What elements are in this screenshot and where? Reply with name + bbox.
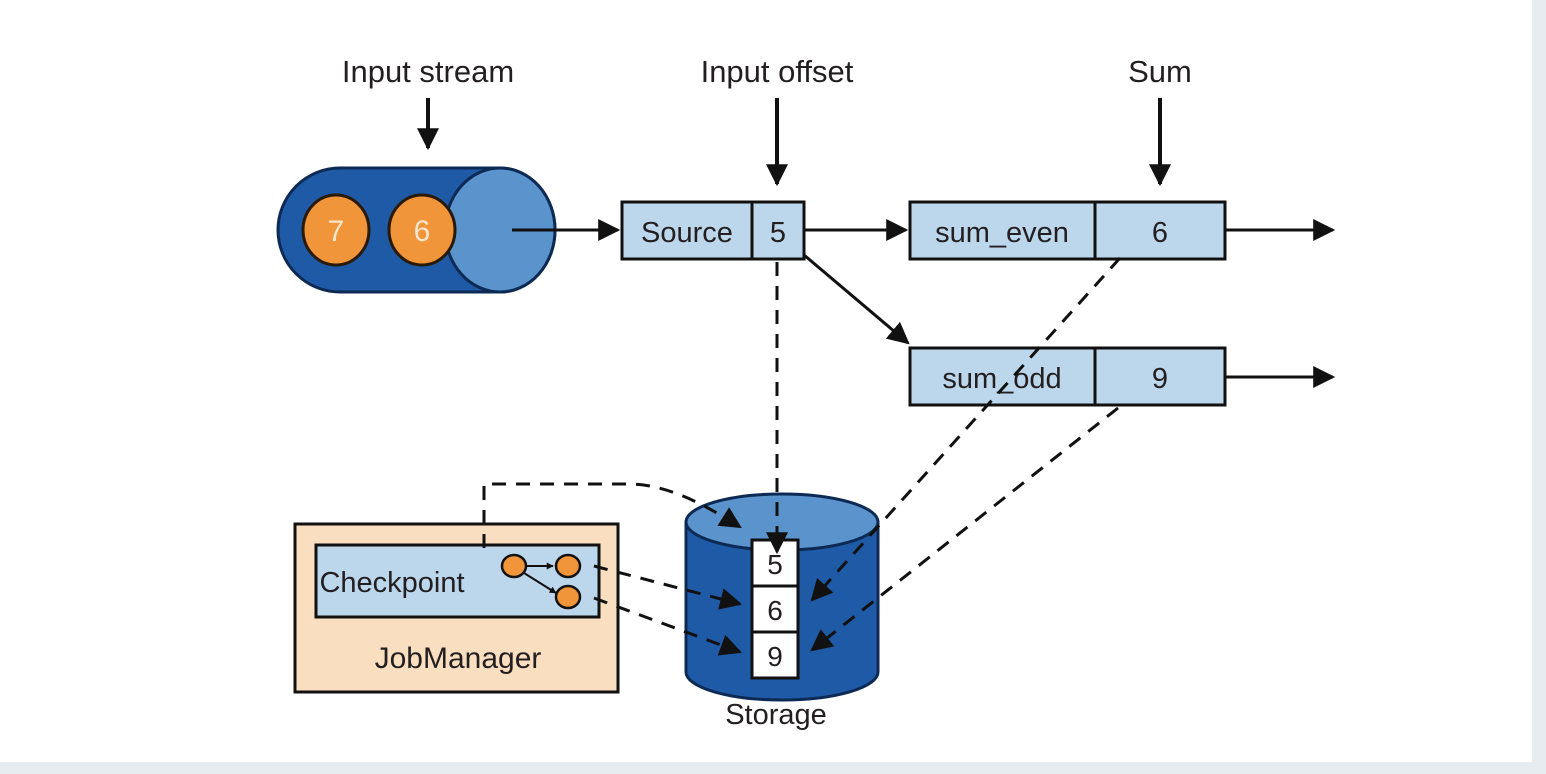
sum-odd-to-storage-dashed-arrow — [810, 406, 1119, 652]
storage-label: Storage — [725, 699, 827, 731]
checkpoint-box — [314, 543, 601, 619]
jobmanager-label: JobManager — [375, 642, 542, 675]
source-to-sum-odd-arrow — [803, 253, 910, 345]
sum-even-value: 6 — [1152, 217, 1168, 249]
source-label: Source — [641, 217, 733, 249]
checkpoint-to-storage-offset-dashed-arrow — [482, 482, 742, 548]
checkpoint-to-storage-sum-even-dashed-arrow — [593, 564, 743, 610]
sum-even-to-storage-dashed-arrow — [810, 256, 1122, 602]
stream-event-6: 6 — [387, 193, 457, 267]
checkpoint-label: Checkpoint — [319, 567, 464, 599]
sum-even-label: sum_even — [935, 217, 1069, 249]
svg-text:7: 7 — [328, 215, 345, 248]
source-offset-value: 5 — [770, 217, 786, 249]
sum-label: Sum — [1128, 54, 1192, 89]
storage-slot-offset: 5 — [767, 549, 783, 580]
checkpoint-barrier-graph — [500, 553, 582, 610]
source-operator — [620, 200, 806, 261]
input-offset-label: Input offset — [701, 54, 854, 89]
checkpoint-to-storage-sum-odd-dashed-arrow — [593, 596, 743, 656]
sum-even-operator — [908, 200, 1227, 261]
input-stream-label: Input stream — [342, 54, 514, 89]
storage-slot-sum-odd: 9 — [767, 641, 783, 672]
sum-odd-value: 9 — [1152, 363, 1168, 395]
stream-event-7: 7 — [301, 193, 371, 267]
storage-slot-sum-even: 6 — [767, 595, 783, 626]
svg-text:6: 6 — [414, 215, 431, 248]
storage-slots — [750, 538, 800, 680]
